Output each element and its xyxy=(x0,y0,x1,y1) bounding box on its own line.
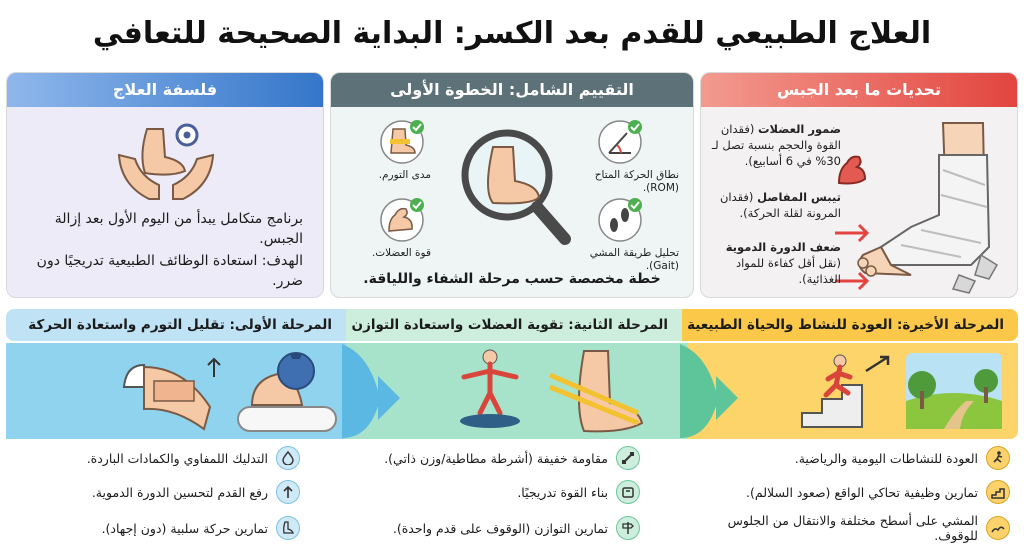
phase1-bullet-3: تمارين حركة سلبية (دون إجهاد). xyxy=(10,513,300,543)
assessment-header: التقييم الشامل: الخطوة الأولى xyxy=(331,73,693,107)
philosophy-line1: برنامج متكامل يبدأ من اليوم الأول بعد إز… xyxy=(54,211,303,247)
rom-angle-icon xyxy=(598,120,642,164)
philosophy-panel: فلسفة العلاج برنامج متكامل يبدأ من اليوم… xyxy=(6,72,324,298)
assessment-panel: التقييم الشامل: الخطوة الأولى نطاق الحرك… xyxy=(330,72,694,298)
arrow-up-icon xyxy=(276,480,300,504)
phase2-bullet-1: مقاومة خفيفة (أشرطة مطاطية/وزن ذاتي). xyxy=(340,443,640,473)
phase2-bullet-2: بناء القوة تدريجيًا. xyxy=(340,477,640,507)
resistance-band-icon xyxy=(616,446,640,470)
hands-foot-gear-icon xyxy=(117,123,215,200)
nature-path-illustration xyxy=(906,353,1002,429)
challenge-circulation: ضعف الدورة الدموية (نقل أقل كفاءة للمواد… xyxy=(725,240,841,286)
challenge-joint-stiffness: تيبس المفاصل (فقدان المرونة لقلة الحركة)… xyxy=(719,190,841,220)
challenges-panel: تحديات ما بعد الجبس ضمور العضلات (فقدان … xyxy=(700,72,1018,298)
philosophy-line2: الهدف: استعادة الوظائف الطبيعية تدريجيًا… xyxy=(36,253,303,289)
phase1-header: المرحلة الأولى: تقليل التورم واستعادة ال… xyxy=(6,309,346,365)
runner-icon xyxy=(986,446,1010,470)
massage-hands-illustration xyxy=(122,357,221,431)
phase3-bullet-3: المشي على أسطح مختلفة والانتقال من الجلو… xyxy=(680,513,1010,543)
phase3-bullet-1: العودة للنشاطات اليومية والرياضية. xyxy=(680,443,1010,473)
assessment-gait-label: تحليل طريقة المشي (Gait). xyxy=(589,247,679,272)
phase3-illustration-band xyxy=(676,343,1018,439)
resistance-band-foot-illustration xyxy=(549,350,644,433)
phase2-header: المرحلة الثانية: تقوية العضلات واستعادة … xyxy=(330,309,682,341)
footprints-icon xyxy=(598,198,642,242)
runner-stairs-illustration xyxy=(801,354,890,428)
phase2-illustration-band xyxy=(338,343,688,439)
phase3-header: المرحلة الأخيرة: العودة للنشاط والحياة ا… xyxy=(666,309,1018,341)
signpost-icon xyxy=(616,516,640,540)
assessment-swelling-label: مدى التورم. xyxy=(378,169,431,181)
magnifier-foot-icon xyxy=(461,129,571,245)
stiff-joint-icon xyxy=(835,223,869,243)
stairs-icon xyxy=(986,480,1010,504)
page-title: العلاج الطبيعي للقدم بعد الكسر: البداية … xyxy=(92,16,932,51)
phase1-arrow xyxy=(342,344,400,438)
casted-foot-illustration xyxy=(857,122,999,294)
flexed-arm-icon xyxy=(837,155,867,185)
phase2-arrow xyxy=(680,344,738,438)
ice-pack-foot-illustration xyxy=(237,352,337,432)
assessment-footer: خطة مخصصة حسب مرحلة الشفاء واللياقة. xyxy=(363,271,661,287)
assessment-rom-label: نطاق الحركة المتاح (ROM). xyxy=(594,169,679,194)
philosophy-header: فلسفة العلاج xyxy=(7,73,323,107)
challenge-muscle-atrophy: ضمور العضلات (فقدان القوة والحجم بنسبة ت… xyxy=(711,122,841,168)
water-drop-icon xyxy=(276,446,300,470)
measuring-tape-icon xyxy=(380,120,424,164)
phase1-illustration-band xyxy=(6,343,346,439)
phase1-bullet-2: رفع القدم لتحسين الدورة الدموية. xyxy=(10,477,300,507)
foot-icon xyxy=(276,516,300,540)
scale-icon xyxy=(616,480,640,504)
balance-board-illustration xyxy=(460,349,520,428)
terrain-icon xyxy=(986,516,1010,540)
phase2-bullet-3: تمارين التوازن (الوقوف على قدم واحدة). xyxy=(340,513,640,543)
circulation-icon xyxy=(835,271,869,291)
muscle-strength-icon xyxy=(380,198,424,242)
phase1-bullet-1: التدليك اللمفاوي والكمادات الباردة. xyxy=(10,443,300,473)
challenges-header: تحديات ما بعد الجبس xyxy=(701,73,1017,107)
assessment-muscles-label: قوة العضلات. xyxy=(371,247,431,259)
phase3-bullet-2: تمارين وظيفية تحاكي الواقع (صعود السلالم… xyxy=(680,477,1010,507)
